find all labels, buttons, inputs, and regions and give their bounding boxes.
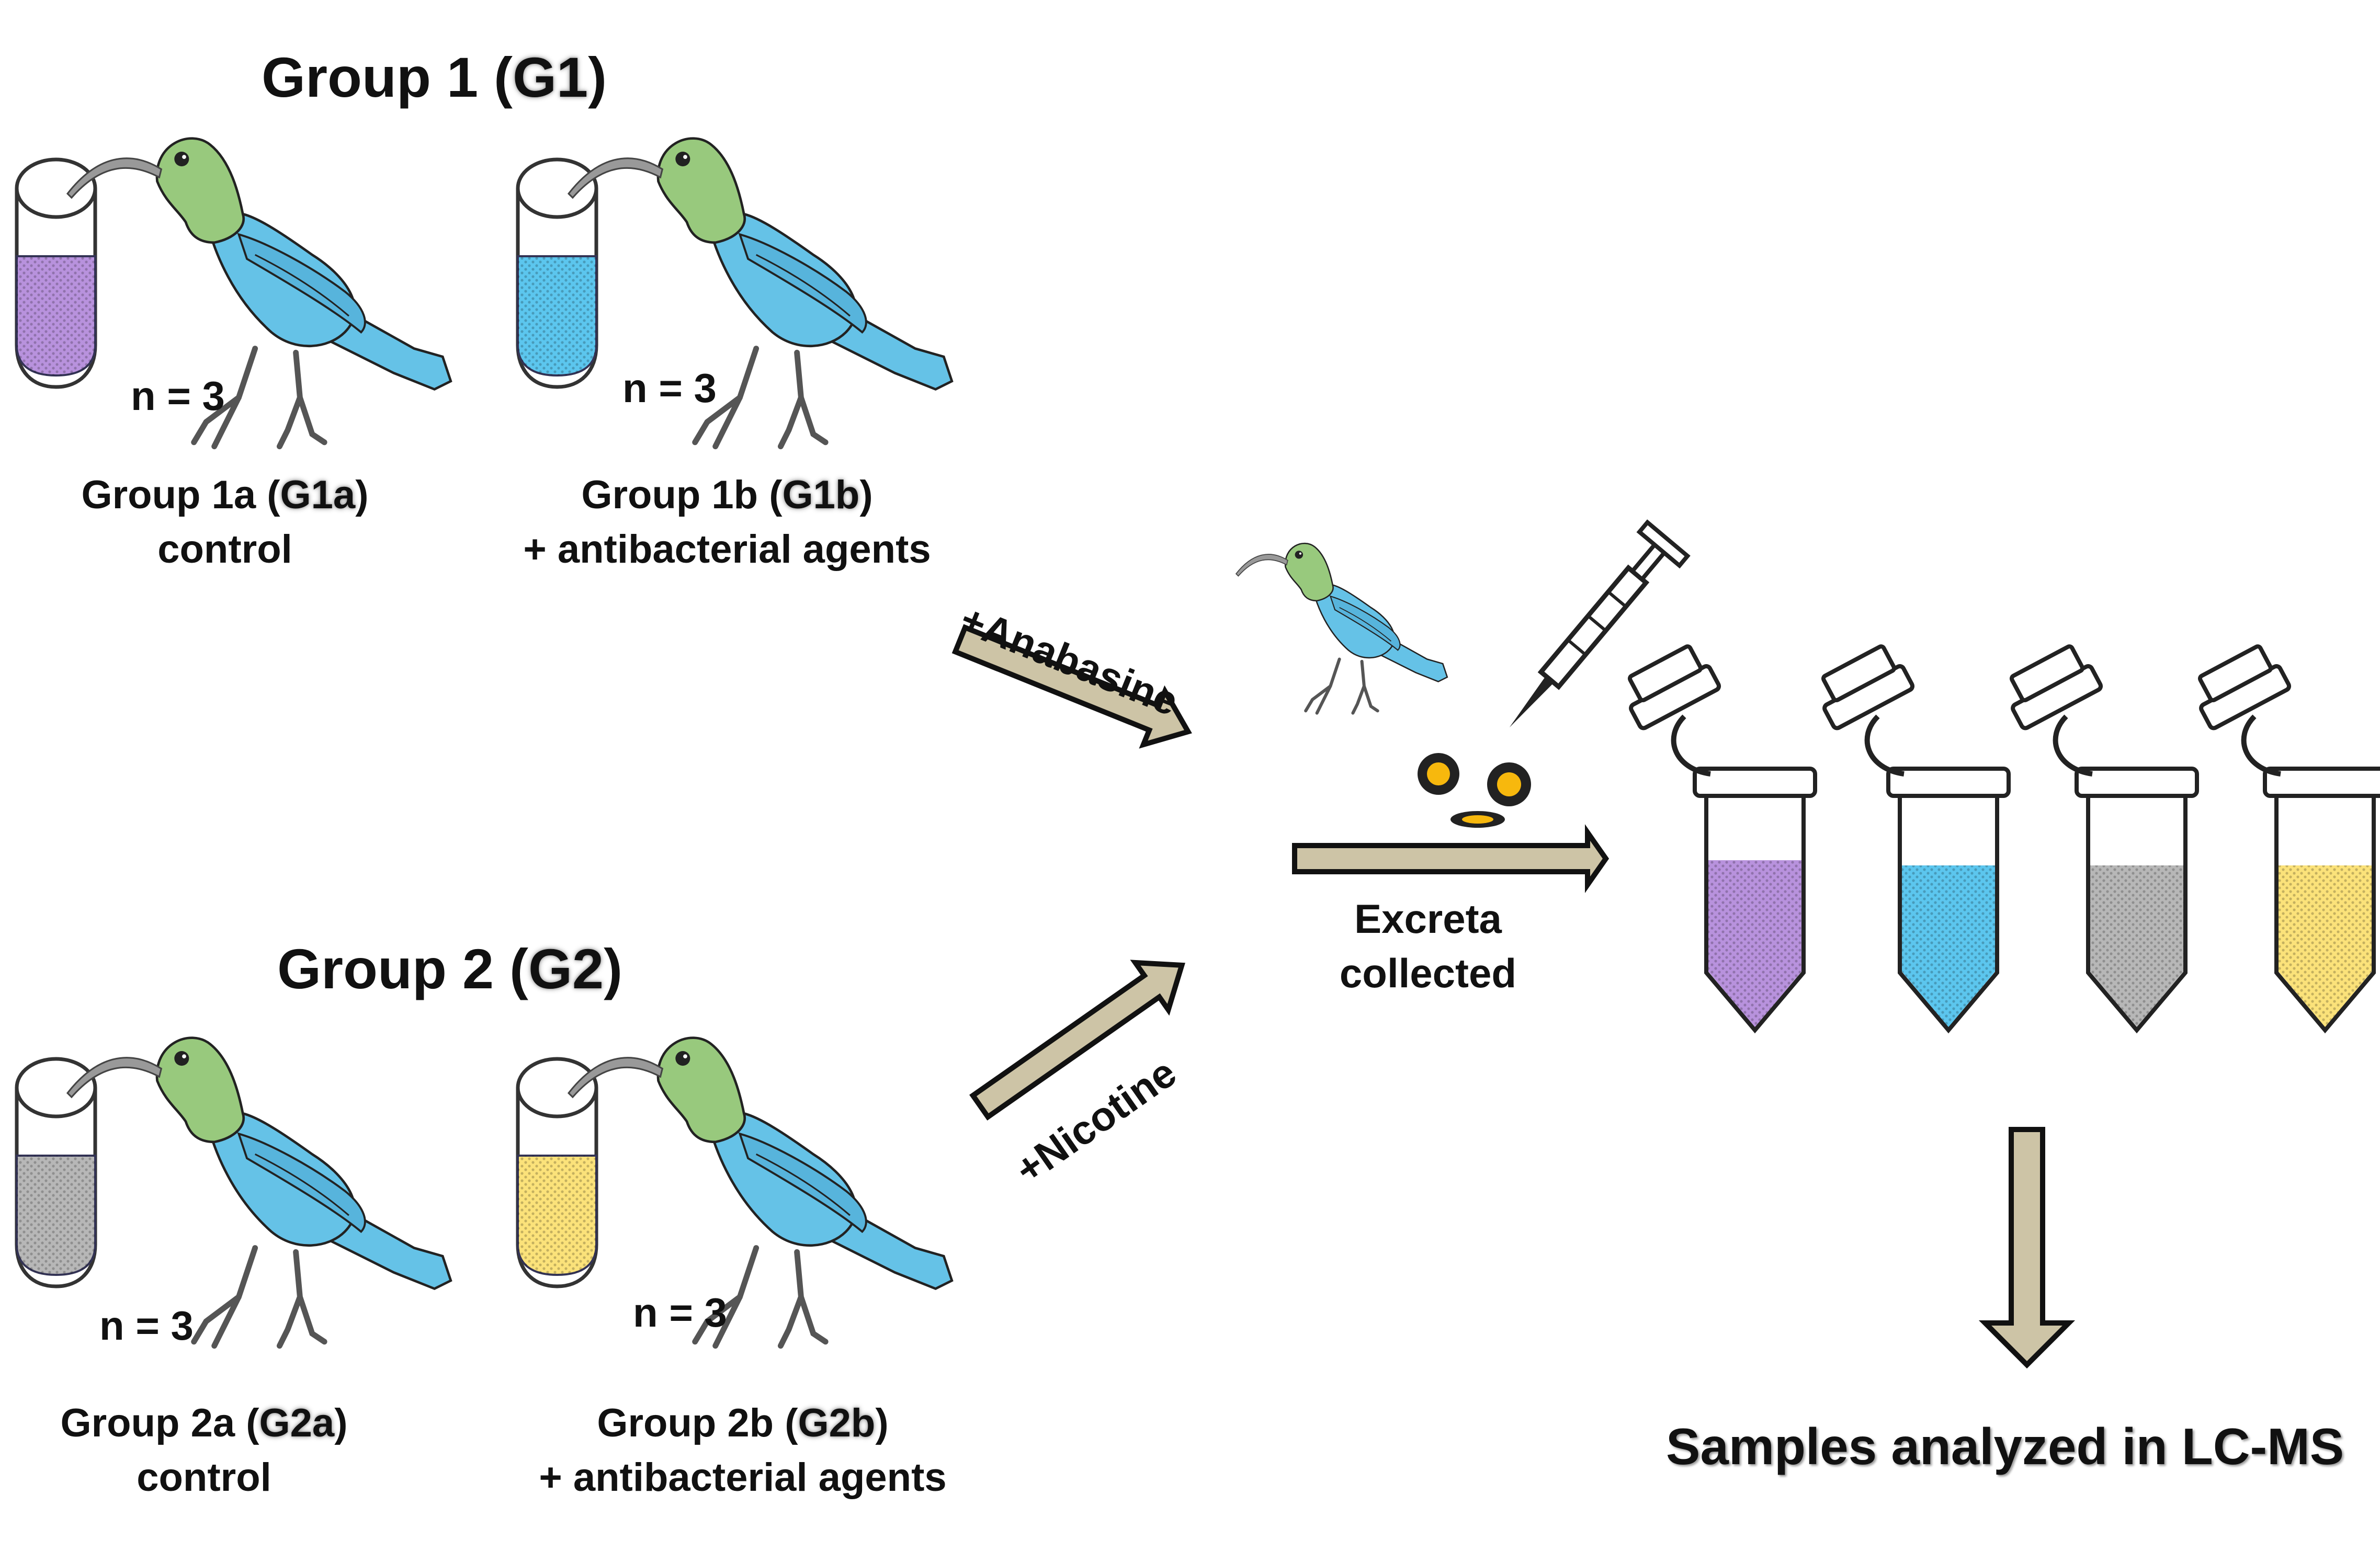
group2-title-prefix: Group 2 (	[277, 937, 528, 1000]
collect-arrow	[1292, 824, 1610, 893]
g2b-label: Group 2b (G2b) + antibacterial agents	[460, 1396, 1025, 1505]
excreta-label-line1: Excreta	[1354, 896, 1502, 942]
g2b-label-prefix: Group 2b (	[597, 1401, 798, 1445]
g1a-label-desc: control	[157, 527, 292, 572]
excreta-icon	[1418, 753, 1531, 828]
sample-tube-purple	[1617, 642, 1815, 1030]
g2a-label-code: G2a	[259, 1401, 335, 1445]
group2-title-suffix: )	[604, 937, 623, 1000]
group1-title-code: G1	[513, 45, 588, 109]
bird-g2b-illustration	[518, 1038, 952, 1346]
anabasine-arrow	[951, 624, 1192, 749]
g2b-label-code: G2b	[798, 1401, 876, 1445]
g2b-label-desc: + antibacterial agents	[539, 1455, 947, 1500]
group1-title: Group 1 (G1)	[262, 44, 607, 110]
g2a-label-suffix: )	[334, 1401, 348, 1445]
lcms-label: Samples analyzed in LC-MS	[1666, 1418, 2344, 1475]
g2a-label: Group 2a (G2a) control	[37, 1396, 371, 1505]
g2a-label-prefix: Group 2a (	[60, 1401, 259, 1445]
g2b-sample-size: n = 3	[633, 1289, 727, 1336]
g2a-label-desc: control	[137, 1455, 271, 1500]
group1-title-prefix: Group 1 (	[262, 45, 513, 109]
g1b-sample-size: n = 3	[622, 365, 717, 411]
group1-title-suffix: )	[588, 45, 607, 109]
g1b-label: Group 1b (G1b) + antibacterial agents	[445, 468, 1010, 577]
excreta-label-line2: collected	[1339, 950, 1517, 996]
g1b-label-prefix: Group 1b (	[581, 473, 783, 517]
g1a-label-prefix: Group 1a (	[81, 473, 280, 517]
g1a-sample-size: n = 3	[131, 373, 225, 419]
g1b-label-suffix: )	[859, 473, 873, 517]
collection-bird-illustration	[1236, 543, 1447, 713]
group2-title-code: G2	[528, 937, 604, 1000]
bird-g2a-illustration	[17, 1038, 451, 1346]
g1a-label-suffix: )	[355, 473, 369, 517]
sample-tube-gray	[1999, 642, 2197, 1030]
pipette-icon	[1509, 519, 1691, 728]
excreta-label: Excreta collected	[1297, 892, 1559, 1000]
g1a-label: Group 1a (G1a) control	[58, 468, 392, 577]
g1b-label-desc: + antibacterial agents	[523, 527, 931, 572]
g2a-sample-size: n = 3	[99, 1303, 194, 1349]
sample-tube-yellow	[2188, 642, 2380, 1030]
g2b-label-suffix: )	[875, 1401, 889, 1445]
g1b-label-code: G1b	[782, 473, 860, 517]
sample-tube-blue	[1811, 642, 2009, 1030]
analysis-arrow	[1978, 1127, 2076, 1369]
group2-title: Group 2 (G2)	[277, 936, 622, 1001]
bird-g1a-illustration	[17, 139, 451, 447]
nicotine-arrow	[969, 960, 1185, 1121]
bird-g1b-illustration	[518, 139, 952, 447]
g1a-label-code: G1a	[280, 473, 356, 517]
